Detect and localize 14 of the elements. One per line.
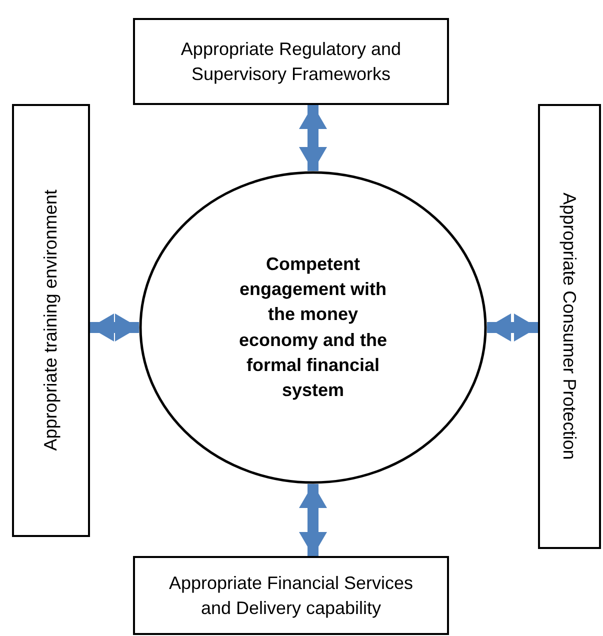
double-arrow — [299, 105, 327, 171]
box-label: Appropriate Consumer Protection — [558, 192, 581, 460]
text-box — [133, 556, 449, 635]
text-box — [538, 104, 601, 549]
box-label: Appropriate Financial Services and Delivery capability — [168, 572, 414, 620]
ellipse-node — [139, 171, 487, 484]
box-label: Appropriate training environment — [40, 190, 62, 452]
double-arrow — [299, 484, 327, 556]
text-box — [12, 104, 90, 537]
double-arrow — [90, 314, 139, 342]
text-box — [133, 18, 449, 105]
ellipse-text: Competent engagement with the money economy and the formal financial system — [238, 252, 388, 402]
box-label: Appropriate Regulatory and Supervisory Frameworks — [180, 38, 402, 86]
double-arrow — [487, 314, 538, 342]
